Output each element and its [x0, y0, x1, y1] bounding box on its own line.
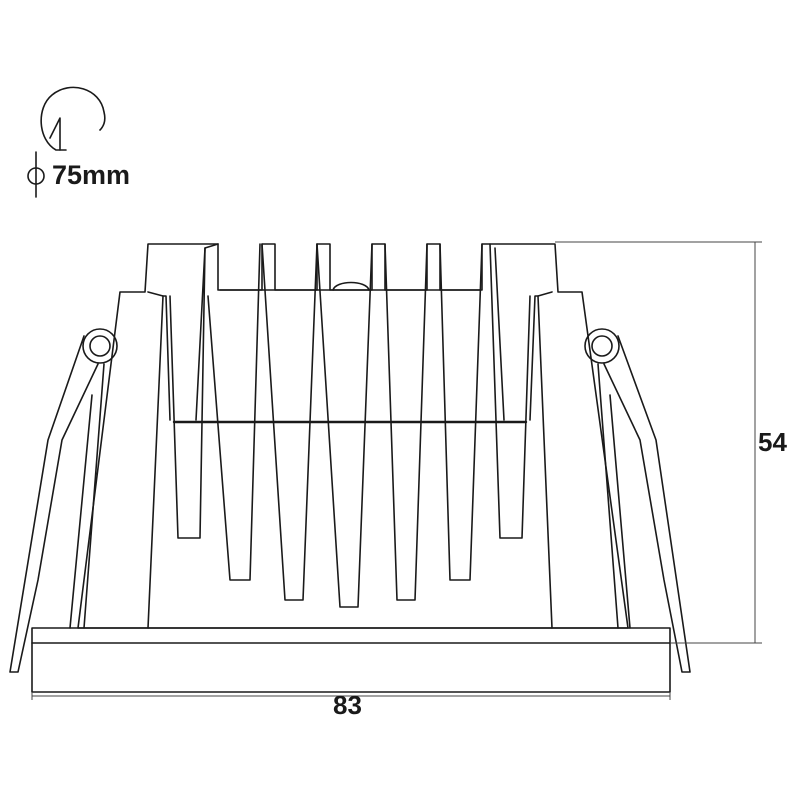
body-inner-right — [529, 295, 553, 629]
height-dimension — [555, 241, 762, 644]
front-trim — [31, 627, 671, 693]
shoulder-left — [147, 291, 164, 297]
body-inner-left — [147, 295, 171, 629]
cutout-diameter-label: 75mm — [52, 160, 131, 190]
center-bump — [332, 281, 370, 291]
fins — [169, 243, 531, 608]
width-dimension — [31, 692, 671, 700]
heat-sink-outline — [77, 243, 629, 629]
spring-clip-left — [9, 328, 118, 673]
cutout-icon — [40, 86, 106, 151]
shoulder-right — [537, 291, 553, 297]
spring-clip-right — [584, 328, 691, 673]
diameter-symbol-icon — [27, 151, 45, 198]
height-dimension-label: 54 — [758, 427, 787, 457]
width-dimension-label: 83 — [333, 690, 362, 720]
